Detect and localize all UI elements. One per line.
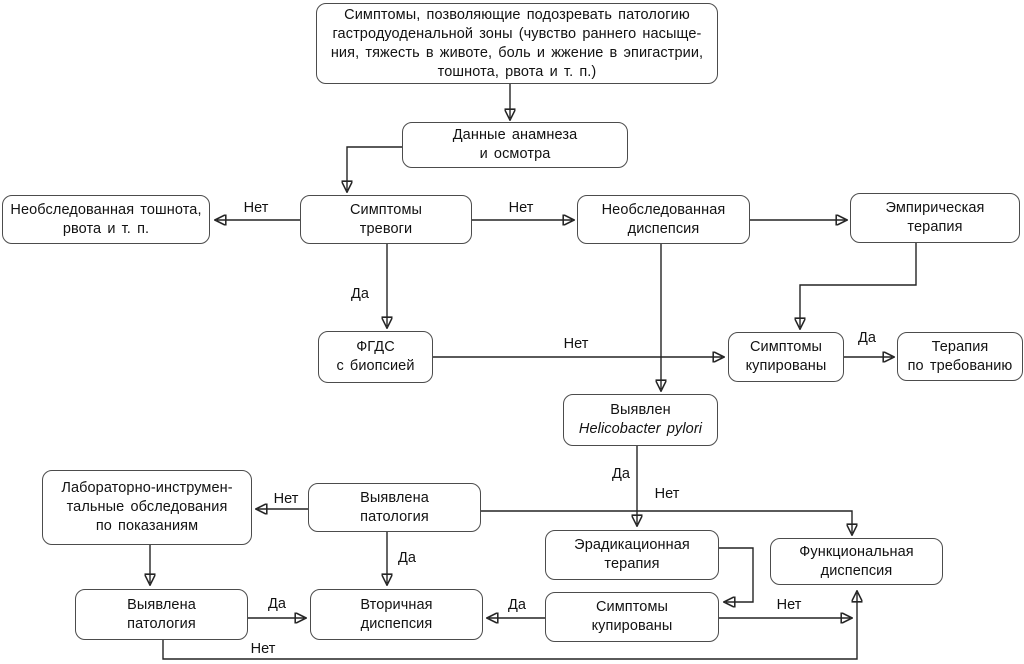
node-text-line: Эрадикационная	[574, 537, 690, 553]
node-text-line: Выявлена	[360, 489, 429, 506]
node-symptoms-suspect: Симптомы, позволяющие подозревать патоло…	[316, 3, 718, 84]
node-text-line: Выявлена	[127, 596, 196, 613]
node-text-line: купированы	[745, 358, 827, 374]
node-text-line: Вторичная	[360, 596, 433, 613]
node-text-line: рвота и т. п.	[62, 220, 150, 237]
node-text-line: Симптомы	[749, 339, 823, 355]
edge-anamnesis-to-alarm	[347, 146, 402, 190]
node-alarm-symptoms: Симптомы тревоги	[300, 195, 472, 244]
node-text-line: Необследованная тошнота,	[10, 201, 202, 218]
edge-label-fgds-no: Нет	[563, 336, 589, 352]
node-lab-exams: Лабораторно-инструмен-тальные обследован…	[42, 470, 252, 545]
node-text-line: тошнота, рвота и т. п.)	[437, 63, 597, 80]
node-fgds-biopsy: ФГДС с биопсией	[318, 331, 433, 383]
node-text-line: Симптомы, позволяющие подозревать патоло…	[344, 6, 690, 23]
edge-label-pathology1-yes: Да	[398, 550, 416, 566]
node-text-line: диспепсия	[360, 615, 433, 632]
node-text-line: ния, тяжесть в животе, боль и жжение в э…	[330, 44, 704, 61]
node-empiric-therapy: Эмпирическая терапия	[850, 193, 1020, 243]
edge-label-pathology1-no: Нет	[273, 491, 299, 507]
node-text-line: диспепсия	[627, 220, 700, 237]
node-text-line: тальные обследования	[66, 499, 228, 515]
edge-label-relieved1-yes: Да	[858, 330, 876, 346]
node-text-line: по требованию	[907, 357, 1013, 374]
node-text-line: ФГДС	[356, 339, 395, 355]
node-secondary-dyspepsia: Вторичная диспепсия	[310, 589, 483, 640]
edge-label-alarm-yes: Да	[351, 286, 369, 302]
node-eradication-therapy: Эрадикационная терапия	[545, 530, 719, 580]
edge-label-hp-yes: Да	[612, 466, 630, 482]
node-text-line: купированы	[591, 618, 673, 634]
node-text-line: гастродуоденальной зоны (чувство раннего…	[332, 25, 702, 42]
node-text-line: Helicobacter pylori	[578, 421, 703, 437]
edge-pathology1-to-functional	[481, 510, 852, 533]
node-functional-dyspepsia: Функциональная диспепсия	[770, 538, 943, 585]
node-text-line: Выявлен	[610, 402, 671, 418]
node-text-line: с биопсией	[336, 358, 415, 374]
node-text-line: Симптомы	[595, 599, 669, 615]
node-unexamined-nausea: Необследованная тошнота, рвота и т. п.	[2, 195, 210, 244]
edge-pathology2-to-functional	[162, 593, 857, 660]
node-text-line: терапия	[604, 556, 660, 572]
edge-label-alarm-no-right: Нет	[508, 200, 534, 216]
edge-eradication-to-relieved2	[719, 547, 754, 602]
node-symptoms-relieved-2: Симптомы купированы	[545, 592, 719, 642]
node-text-line: Данные анамнеза	[452, 127, 578, 143]
node-text-line: Функциональная	[799, 543, 914, 560]
node-pathology-found-2: Выявлена патология	[75, 589, 248, 640]
node-text-line: и осмотра	[479, 146, 551, 162]
node-pathology-found-1: Выявлена патология	[308, 483, 481, 532]
node-text-line: патология	[127, 615, 196, 632]
node-text-line: Эмпирическая	[885, 200, 985, 216]
node-text-line: Лабораторно-инструмен-	[61, 480, 233, 496]
edge-label-alarm-no-left: Нет	[243, 200, 269, 216]
edge-label-pathology2-yes: Да	[268, 596, 286, 612]
node-anamnesis-exam: Данные анамнеза и осмотра	[402, 122, 628, 168]
node-symptoms-relieved-1: Симптомы купированы	[728, 332, 844, 382]
node-text-line: терапия	[907, 219, 963, 235]
edge-label-relieved2-no: Нет	[776, 597, 802, 613]
node-on-demand-therapy: Терапия по требованию	[897, 332, 1023, 381]
node-text-line: по показаниям	[95, 518, 199, 534]
edge-empiric-to-relieved1	[800, 243, 917, 327]
node-text-line: патология	[360, 508, 429, 525]
node-unexamined-dyspepsia: Необследованная диспепсия	[577, 195, 750, 244]
node-text-line: Терапия	[931, 338, 989, 355]
edge-label-relieved2-yes: Да	[508, 597, 526, 613]
edge-label-hp-no: Нет	[654, 486, 680, 502]
node-text-line: диспепсия	[820, 562, 893, 579]
edge-label-pathology2-no: Нет	[250, 641, 276, 657]
node-text-line: тревоги	[359, 220, 413, 237]
node-text-line: Необследованная	[601, 201, 726, 218]
node-text-line: Симптомы	[349, 201, 423, 218]
